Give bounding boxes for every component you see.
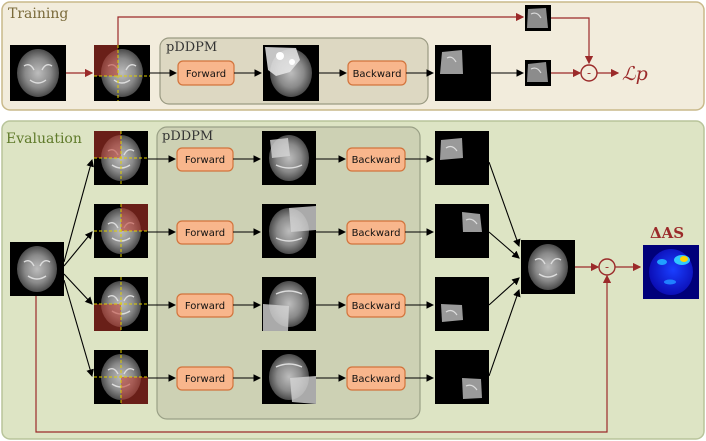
training-masked-mri [94, 45, 150, 101]
forward-label: Forward [185, 228, 225, 239]
patch-overlay [121, 204, 148, 231]
anomaly-score-label: ΔAS [650, 224, 684, 242]
arrow [63, 279, 94, 378]
evaluation-minus-symbol: - [605, 260, 609, 274]
masked-mri [94, 350, 148, 404]
arrow [551, 17, 594, 65]
evaluation-row-3: Forward Backward [94, 277, 489, 331]
training-minus-symbol: - [587, 66, 591, 80]
evaluation-pddpm-box [156, 126, 421, 420]
forward-label: Forward [185, 374, 225, 385]
arrow [63, 158, 94, 263]
training-backward-label: Backward [353, 69, 402, 80]
noisy-mri [262, 350, 316, 404]
masked-mri [94, 204, 148, 258]
backward-label: Backward [352, 301, 401, 312]
arrow [63, 273, 93, 305]
arrow [63, 231, 93, 267]
patch-overlay [121, 377, 148, 404]
arrow [35, 274, 612, 433]
training-target-patch [525, 5, 551, 31]
reconstructed-patch [435, 350, 489, 404]
evaluation-pddpm-label: pDDPM [162, 129, 213, 144]
evaluation-reconstructed-mri [521, 240, 575, 294]
training-output-patch [525, 60, 551, 86]
evaluation-title: Evaluation [6, 131, 82, 147]
arrow [488, 277, 520, 306]
patch-overlay [94, 131, 121, 158]
patch-overlay [94, 45, 118, 76]
training-reconstructed-patch [435, 45, 491, 101]
noisy-mri [262, 131, 316, 185]
reconstructed-patch [435, 204, 489, 258]
arrow [488, 231, 520, 259]
reconstructed-patch [435, 277, 489, 331]
backward-label: Backward [352, 155, 401, 166]
training-title: Training [8, 6, 68, 22]
patch-overlay [94, 304, 121, 331]
forward-label: Forward [185, 155, 225, 166]
training-pddpm-label: pDDPM [166, 40, 217, 55]
noisy-mri [262, 277, 316, 331]
training-input-mri [10, 45, 66, 101]
loss-label: ℒp [622, 63, 648, 85]
arrow [488, 288, 521, 377]
evaluation-row-2: Forward Backward [94, 204, 489, 258]
forward-label: Forward [185, 301, 225, 312]
backward-label: Backward [352, 228, 401, 239]
training-forward-label: Forward [186, 69, 226, 80]
reconstructed-patch [435, 131, 489, 185]
masked-mri [94, 277, 148, 331]
evaluation-row-1: Forward Backward [94, 131, 489, 185]
evaluation-row-4: Forward Backward [94, 350, 489, 404]
noisy-mri [262, 204, 316, 258]
masked-mri [94, 131, 148, 185]
arrow [488, 161, 521, 248]
arrow [117, 12, 525, 45]
training-noisy-mri [263, 45, 319, 101]
anomaly-heatmap [643, 245, 699, 299]
evaluation-input-mri [10, 242, 64, 296]
backward-label: Backward [352, 374, 401, 385]
